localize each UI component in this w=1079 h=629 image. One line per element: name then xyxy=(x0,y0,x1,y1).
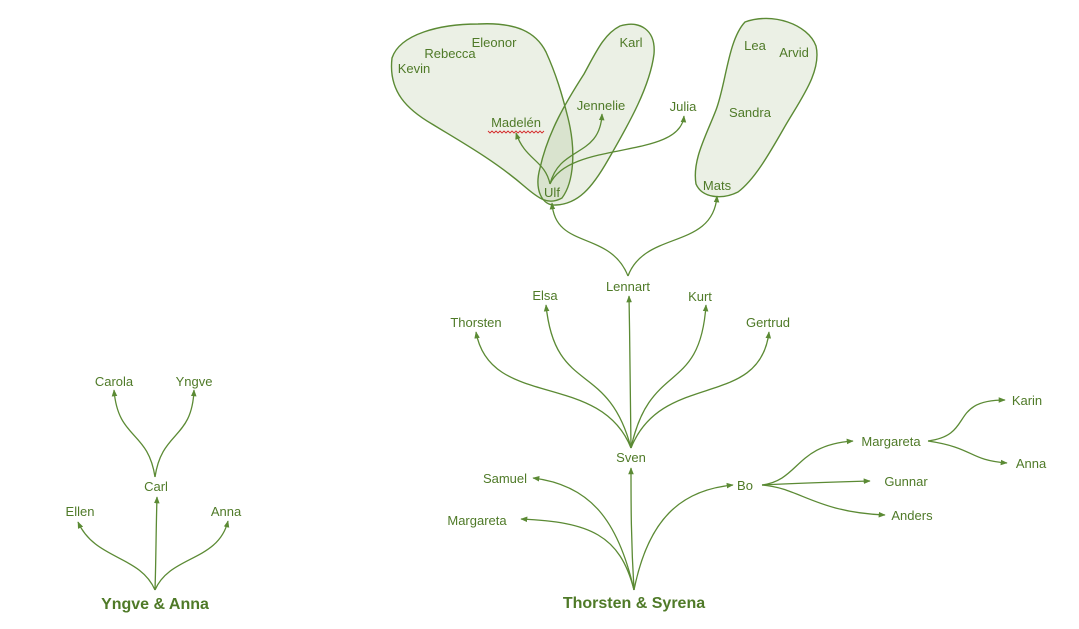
node-karl: Karl xyxy=(619,35,642,50)
node-gunnar: Gunnar xyxy=(884,474,928,489)
node-carola: Carola xyxy=(95,374,134,389)
node-kevin: Kevin xyxy=(398,61,431,76)
node-ellen: Ellen xyxy=(66,504,95,519)
edge-root-anna xyxy=(154,520,230,591)
edge-ulf-jennelie xyxy=(549,113,605,185)
spellcheck-underline xyxy=(487,130,545,134)
node-madelen: Madelén xyxy=(491,115,541,130)
node-arvid: Arvid xyxy=(779,45,809,60)
edge-root-samuel xyxy=(532,475,635,591)
edge-root-carl xyxy=(154,496,160,591)
edge-root-margareta xyxy=(520,516,635,591)
edge-sven-elsa xyxy=(543,304,632,449)
node-kurt: Kurt xyxy=(688,289,712,304)
edge-carl-yngve xyxy=(154,389,197,478)
node-elsa: Elsa xyxy=(532,288,558,303)
node-margareta-1: Margareta xyxy=(447,513,507,528)
edge-bo-gunnar xyxy=(761,478,871,486)
node-julia: Julia xyxy=(670,99,698,114)
edge-root-sven xyxy=(628,467,635,591)
labels: Yngve & Anna Thorsten & Syrena Ellen Car… xyxy=(66,35,1047,613)
edge-sven-kurt xyxy=(630,304,709,449)
edge-margareta-anna xyxy=(927,440,1008,466)
node-carl: Carl xyxy=(144,479,168,494)
group-b-shape xyxy=(537,23,655,206)
node-ulf: Ulf xyxy=(544,185,560,200)
node-lennart: Lennart xyxy=(606,279,650,294)
edge-lennart-mats xyxy=(627,195,720,277)
group-a-shape xyxy=(390,23,574,202)
node-sven: Sven xyxy=(616,450,646,465)
node-rebecca: Rebecca xyxy=(424,46,476,61)
edge-ulf-madelen xyxy=(515,132,551,185)
node-anna-left: Anna xyxy=(211,504,242,519)
edge-carl-carola xyxy=(111,389,156,478)
edges xyxy=(77,113,1008,591)
edge-root-bo xyxy=(633,482,734,591)
node-bo: Bo xyxy=(737,478,753,493)
node-karin: Karin xyxy=(1012,393,1042,408)
node-anders: Anders xyxy=(891,508,933,523)
node-samuel: Samuel xyxy=(483,471,527,486)
edge-root-ellen xyxy=(77,521,156,591)
edge-ulf-julia xyxy=(549,115,687,185)
node-mats: Mats xyxy=(703,178,732,193)
edge-bo-anders xyxy=(761,484,886,518)
node-sandra: Sandra xyxy=(729,105,772,120)
node-margareta-2: Margareta xyxy=(861,434,921,449)
node-yngve: Yngve xyxy=(176,374,213,389)
edge-bo-margareta xyxy=(761,438,854,486)
edge-sven-lennart xyxy=(626,295,632,449)
node-jennelie: Jennelie xyxy=(577,98,625,113)
group-c-shape xyxy=(694,17,818,198)
edge-margareta-karin xyxy=(927,397,1006,442)
root-thorsten-syrena: Thorsten & Syrena xyxy=(563,595,705,612)
edge-sven-gertrud xyxy=(630,331,772,449)
group-shapes xyxy=(390,17,818,206)
root-yngve-anna: Yngve & Anna xyxy=(101,596,209,613)
edge-lennart-ulf xyxy=(549,202,629,277)
node-anna-right: Anna xyxy=(1016,456,1047,471)
node-thorsten: Thorsten xyxy=(450,315,501,330)
node-eleonor: Eleonor xyxy=(472,35,517,50)
node-gertrud: Gertrud xyxy=(746,315,790,330)
edge-sven-thorsten xyxy=(474,331,632,449)
node-lea: Lea xyxy=(744,38,766,53)
